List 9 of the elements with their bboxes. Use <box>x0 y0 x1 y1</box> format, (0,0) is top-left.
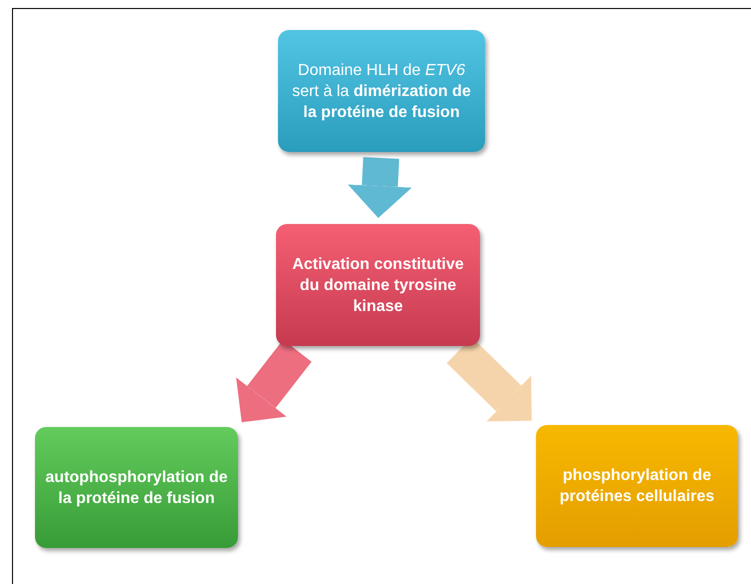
process-box <box>35 427 238 548</box>
box-text: autophosphorylation de la protéine de fusion <box>45 468 228 508</box>
block-arrow <box>348 157 412 218</box>
box-text: Domaine HLH de ETV6 sert à la dimérization de la protéine de fusion <box>291 60 472 122</box>
box-text: Activation constitutive du domaine tyrosine kinase <box>291 254 465 316</box>
process-box <box>276 224 480 346</box>
box-text: phosphorylation de protéines cellulaires <box>558 466 716 507</box>
process-box <box>278 30 485 152</box>
process-box <box>536 425 738 547</box>
